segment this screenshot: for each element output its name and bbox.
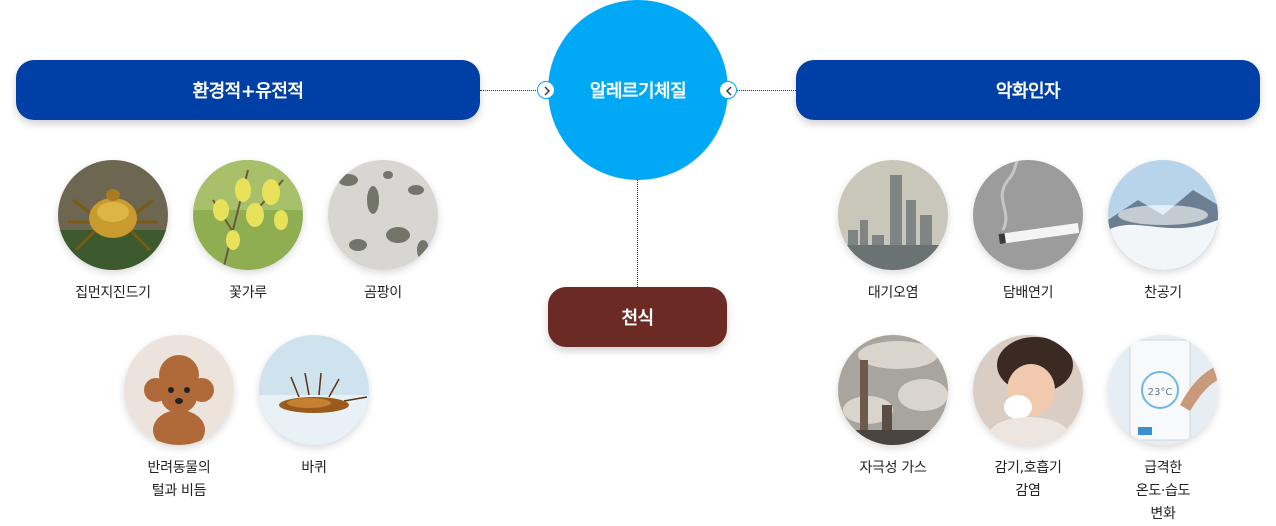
connector-right	[728, 90, 796, 91]
arrow-left-icon	[719, 81, 737, 99]
city-smog-photo	[838, 160, 948, 270]
cigarette-photo	[973, 160, 1083, 270]
cold-air-label: 찬공기	[1144, 285, 1182, 301]
item-cold-air: 찬공기	[1088, 160, 1238, 305]
item-dust-mite: 집먼지진드기	[38, 160, 188, 305]
cold-infection-label: 감기,호흡기 감염	[994, 460, 1062, 499]
item-irritant-gas: 자극성 가스	[818, 335, 968, 480]
pet-dander-label: 반려동물의 털과 비듬	[147, 460, 211, 499]
item-air-pollution: 대기오염	[818, 160, 968, 305]
item-mold: 곰팡이	[308, 160, 458, 305]
cockroach-photo	[259, 335, 369, 445]
connector-left	[480, 90, 548, 91]
pollen-label: 꽃가루	[229, 285, 267, 301]
item-pollen: 꽃가루	[173, 160, 323, 305]
arrow-right-icon	[537, 81, 555, 99]
allergy-constitution-circle: 알레르기체질	[548, 0, 728, 180]
factory-smoke-photo	[838, 335, 948, 445]
snow-mountain-photo	[1108, 160, 1218, 270]
item-cold-infection: 감기,호흡기 감염	[953, 335, 1103, 503]
item-cigarette-smoke: 담배연기	[953, 160, 1103, 305]
item-pet-dander: 반려동물의 털과 비듬	[104, 335, 254, 503]
irritant-gas-label: 자극성 가스	[859, 460, 927, 476]
thermostat-reading: 23°C	[1148, 387, 1173, 398]
dust-mite-label: 집먼지진드기	[75, 285, 151, 301]
mold-photo	[328, 160, 438, 270]
asthma-label: 천식	[621, 308, 654, 329]
dust-mite-photo	[58, 160, 168, 270]
aggravating-factors-title: 악화인자	[995, 81, 1061, 102]
environmental-genetic-header: 환경적+유전적	[16, 60, 480, 120]
temp-humidity-change-label: 급격한 온도·습도 변화	[1135, 460, 1191, 522]
child-sneezing-photo	[973, 335, 1083, 445]
environmental-genetic-title: 환경적+유전적	[192, 81, 304, 102]
mold-label: 곰팡이	[364, 285, 402, 301]
connector-bottom	[637, 180, 638, 287]
item-temp-humidity-change: 23°C 급격한 온도·습도 변화	[1088, 335, 1238, 526]
aggravating-factors-header: 악화인자	[796, 60, 1260, 120]
allergy-constitution-label: 알레르기체질	[589, 81, 687, 102]
cockroach-label: 바퀴	[301, 460, 327, 476]
thermostat-photo: 23°C	[1108, 335, 1218, 445]
dog-photo	[124, 335, 234, 445]
pollen-photo	[193, 160, 303, 270]
item-cockroach: 바퀴	[239, 335, 389, 480]
air-pollution-label: 대기오염	[867, 285, 919, 301]
asthma-box: 천식	[548, 287, 727, 347]
cigarette-smoke-label: 담배연기	[1002, 285, 1054, 301]
